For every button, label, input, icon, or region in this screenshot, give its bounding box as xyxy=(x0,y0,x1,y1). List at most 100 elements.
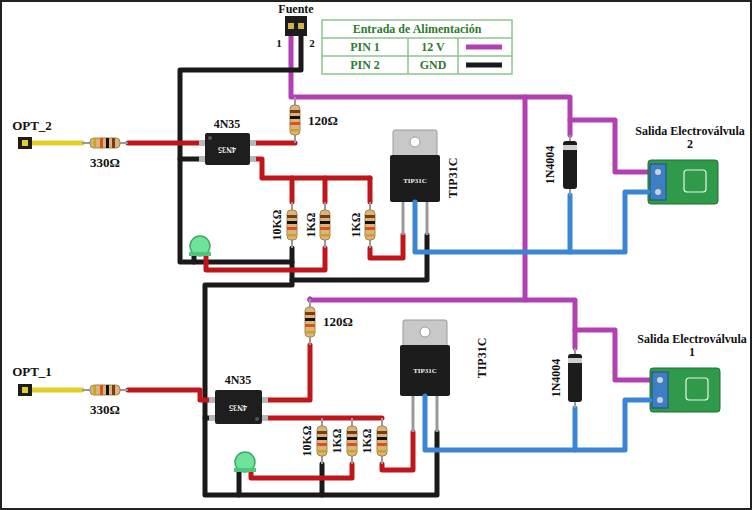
resistor-symbol xyxy=(377,418,387,464)
table-cell: PIN 2 xyxy=(350,59,380,72)
header-connector xyxy=(285,16,307,36)
resistor-symbol xyxy=(290,97,300,143)
optocoupler-chip xyxy=(249,156,256,162)
ground-wire xyxy=(180,30,301,262)
transistor-package xyxy=(436,396,439,432)
resistor-symbol xyxy=(287,202,297,248)
optocoupler-chip xyxy=(255,417,259,421)
output-wire xyxy=(568,195,573,252)
valve-module: Salida Electroválvula 1 xyxy=(650,368,720,412)
supply-wire xyxy=(310,299,525,300)
valve-module xyxy=(684,170,706,192)
diode-part: 1N4004 xyxy=(544,146,557,185)
resistor-value: 10KΩ xyxy=(301,426,314,457)
power-table xyxy=(322,55,512,57)
optocoupler-chip xyxy=(215,390,262,424)
transistor-package xyxy=(400,345,450,396)
resistor-symbol xyxy=(82,97,387,464)
resistor-value: 1KΩ xyxy=(331,429,344,454)
led-symbol xyxy=(234,468,256,472)
resistor-value: 1KΩ xyxy=(350,213,363,238)
valve-module xyxy=(652,372,668,408)
power-table xyxy=(457,38,459,74)
optocoupler-chip xyxy=(205,133,250,165)
header-title: Fuente xyxy=(278,3,313,16)
chip-marking: TIP31C xyxy=(403,178,427,185)
header-connector xyxy=(18,384,32,396)
ground-wire xyxy=(237,472,242,495)
optocoupler-chip xyxy=(261,397,268,403)
signal-wire xyxy=(290,178,295,202)
valve-module xyxy=(650,368,720,412)
chip-marking: 4N35 xyxy=(218,145,236,153)
header-connector xyxy=(288,23,294,29)
supply-wire xyxy=(291,30,650,380)
ground-wire xyxy=(205,416,209,421)
power-table xyxy=(466,45,502,50)
optocoupler-chip xyxy=(261,415,268,421)
power-table xyxy=(322,37,512,39)
signal-wire xyxy=(368,178,373,202)
valve-module xyxy=(655,169,661,175)
resistor-symbol xyxy=(320,202,330,248)
output-wire xyxy=(425,396,650,450)
header-connector xyxy=(18,16,307,396)
transistor-package xyxy=(420,327,430,337)
optocoupler-chip xyxy=(199,156,206,162)
resistor-symbol xyxy=(365,202,375,248)
valve-module xyxy=(657,377,663,383)
diode-symbol xyxy=(563,135,582,408)
legend-text: GND xyxy=(420,59,447,72)
resistor-symbol xyxy=(82,138,128,148)
table-cell: PIN 1 xyxy=(350,41,380,54)
power-table xyxy=(322,20,512,74)
valve-module xyxy=(686,378,708,400)
valve-module: Salida Electroválvula 2 xyxy=(648,160,718,204)
valve-module xyxy=(648,160,720,412)
resistor-symbol xyxy=(82,385,128,395)
power-table xyxy=(466,63,502,68)
resistor-symbol xyxy=(317,418,327,464)
transistor-package xyxy=(390,130,450,432)
optocoupler-chip: 4N354N35 xyxy=(215,390,262,424)
optocoupler-chip xyxy=(199,140,206,146)
optocoupler-chip xyxy=(209,397,216,403)
transistor-package xyxy=(410,137,420,147)
part-name: TIP31C xyxy=(476,338,489,379)
part-name: TIP31C xyxy=(447,158,460,199)
resistor-value: 120Ω xyxy=(308,114,338,128)
diode-symbol xyxy=(563,135,577,195)
ground-wire xyxy=(192,255,197,262)
power-header: Fuente xyxy=(285,16,307,36)
supply-wire xyxy=(291,30,570,135)
chip-marking: 4N35 xyxy=(229,403,247,411)
header-connector xyxy=(18,137,32,149)
power-table xyxy=(322,20,512,74)
diode-part: 1N4004 xyxy=(550,359,563,398)
input-wire xyxy=(32,143,82,390)
header-connector xyxy=(298,23,304,29)
transistor-package xyxy=(393,130,437,158)
led-symbol xyxy=(235,452,255,472)
led-symbol xyxy=(189,236,256,472)
ground-wire xyxy=(292,235,427,280)
signal-wire xyxy=(128,143,413,478)
resistor-value: 1KΩ xyxy=(361,429,374,454)
part-name: 4N35 xyxy=(225,374,252,387)
optocoupler-chip: 4N354N35 xyxy=(205,133,250,165)
signal-wire xyxy=(128,141,199,146)
optocoupler-chip xyxy=(209,415,216,421)
ground-wire xyxy=(180,30,437,495)
resistor-value: 330Ω xyxy=(90,156,120,170)
valve-module xyxy=(650,164,666,200)
output-title: Salida Electroválvula 2 xyxy=(634,125,746,150)
resistor-value: 330Ω xyxy=(90,403,120,417)
transistor-package: TIP31CTIP31C xyxy=(390,130,440,202)
valve-module xyxy=(657,397,663,403)
table-heading: Entrada de Alimentación xyxy=(353,23,482,36)
resistor-symbol xyxy=(347,418,357,464)
resistor-value: 120Ω xyxy=(323,315,353,329)
